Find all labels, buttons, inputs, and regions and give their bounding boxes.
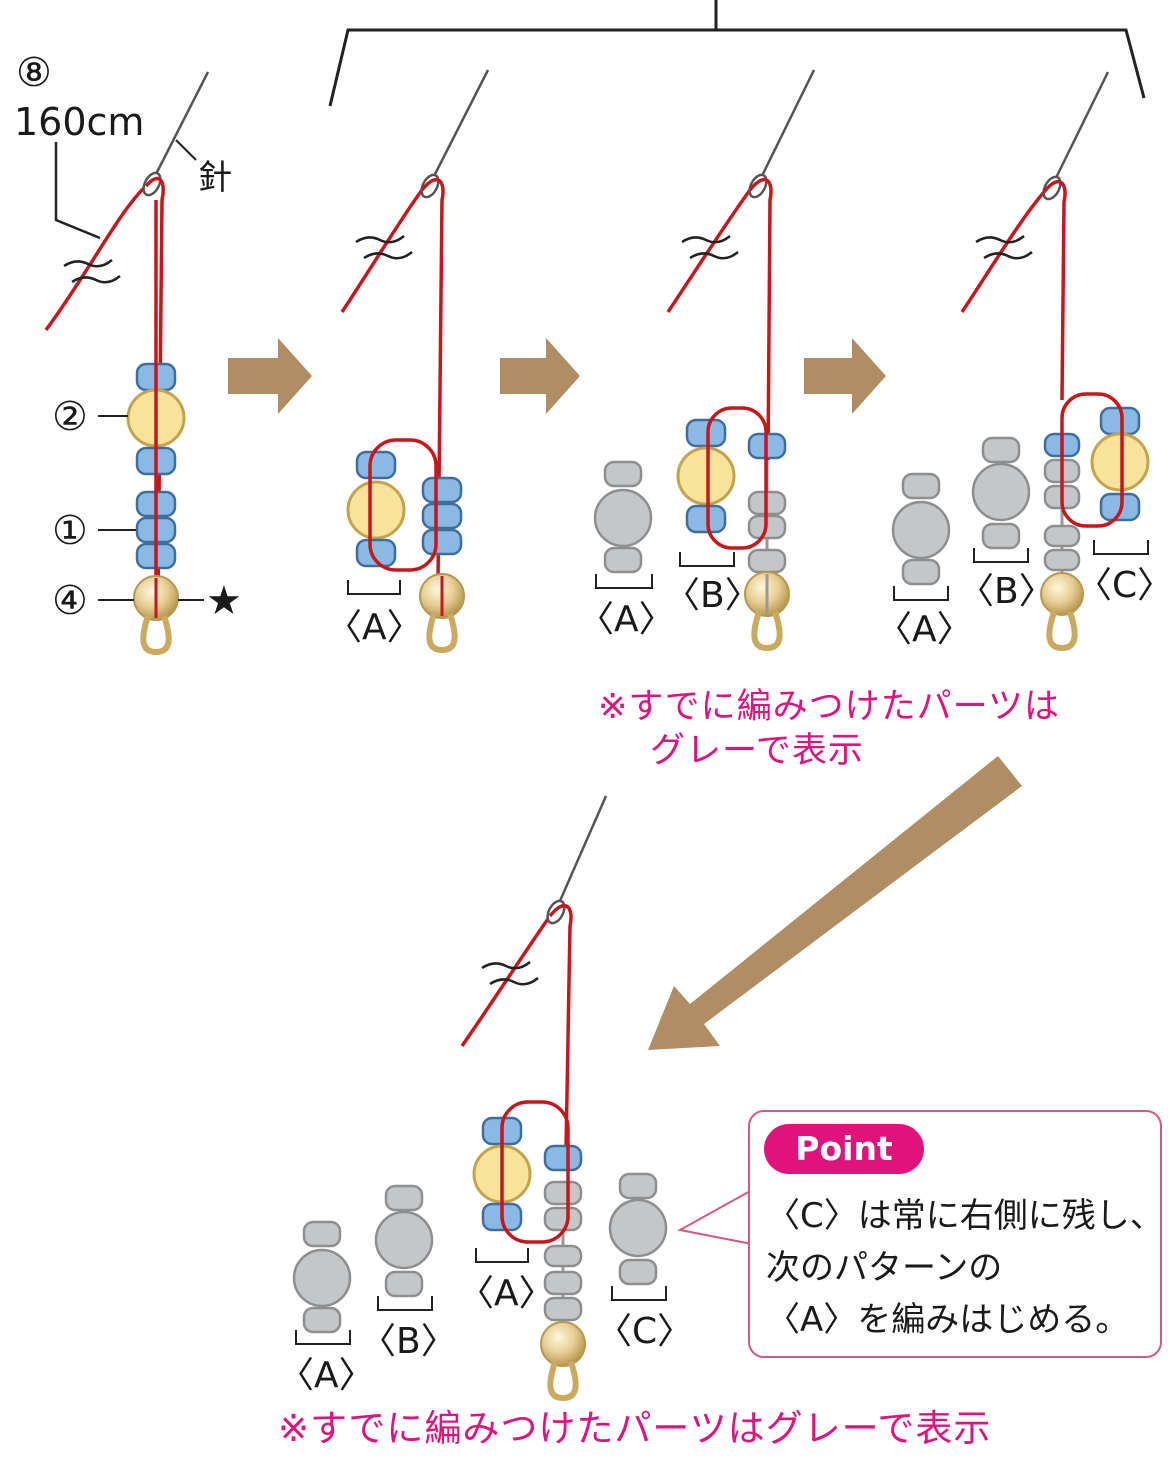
arrow-right-2 (500, 338, 580, 414)
group-a-label: 〈A〉 (326, 607, 423, 648)
cut-mark-icon (681, 235, 739, 260)
group-a-label: 〈A〉 (458, 1273, 555, 1314)
group-c-label: 〈C〉 (596, 1311, 694, 1352)
step-1 (340, 69, 490, 654)
arrow-right-3 (804, 338, 886, 414)
needle-icon (1042, 71, 1110, 201)
point-text-line2: 次のパターンの (766, 1248, 1003, 1288)
gray-parts-note: ※すでに編みつけたパーツは (598, 687, 1060, 727)
cut-mark-icon (481, 961, 539, 986)
gray-parts-note-full: ※すでに編みつけたパーツはグレーで表示 (278, 1407, 992, 1450)
thread-length-label: 160cm (14, 100, 145, 144)
jump-ring (140, 615, 172, 656)
cut-mark-icon (975, 235, 1033, 260)
cut-mark-icon (355, 235, 413, 260)
bead-4-label: ④ (52, 578, 88, 624)
group-a-label: 〈A〉 (278, 1355, 375, 1396)
length-leader (54, 142, 101, 240)
point-callout: Point 〈C〉は常に右側に残し、 次のパターンの 〈A〉を編みはじめる。 (748, 1110, 1164, 1358)
arrow-right-1 (228, 338, 312, 414)
bead-2-label: ② (52, 394, 88, 440)
step-initial (44, 71, 210, 656)
needle-icon (546, 795, 608, 925)
group-b-label: 〈B〉 (360, 1321, 457, 1362)
group-b-label: 〈B〉 (958, 571, 1055, 612)
point-tag: Point (764, 1124, 924, 1174)
step-3 (891, 71, 1150, 652)
gray-parts-note-line2: グレーで表示 (650, 731, 864, 771)
thread-number-label: ⑧ (16, 50, 52, 96)
point-text-line1: 〈C〉は常に右側に残し、 (766, 1196, 1164, 1236)
group-bracket (328, 0, 1146, 107)
needle-label: 針 (198, 158, 232, 198)
group-b-label: 〈B〉 (664, 575, 761, 616)
thread-tail (44, 184, 148, 332)
group-a-label: 〈A〉 (578, 599, 675, 640)
cut-mark-icon (63, 259, 121, 284)
point-text-line3: 〈A〉を編みはじめる。 (766, 1300, 1130, 1340)
star-label: ★ (206, 578, 242, 624)
needle-icon (748, 69, 816, 199)
bead-1-label: ① (52, 508, 88, 554)
step-4 (292, 795, 668, 1402)
group-c-label: 〈C〉 (1076, 565, 1174, 606)
step-2 (593, 69, 816, 652)
callout-pointer (677, 1188, 753, 1246)
needle-icon (420, 69, 490, 199)
arrow-diagonal (648, 756, 1022, 1050)
group-a-label: 〈A〉 (876, 609, 973, 650)
